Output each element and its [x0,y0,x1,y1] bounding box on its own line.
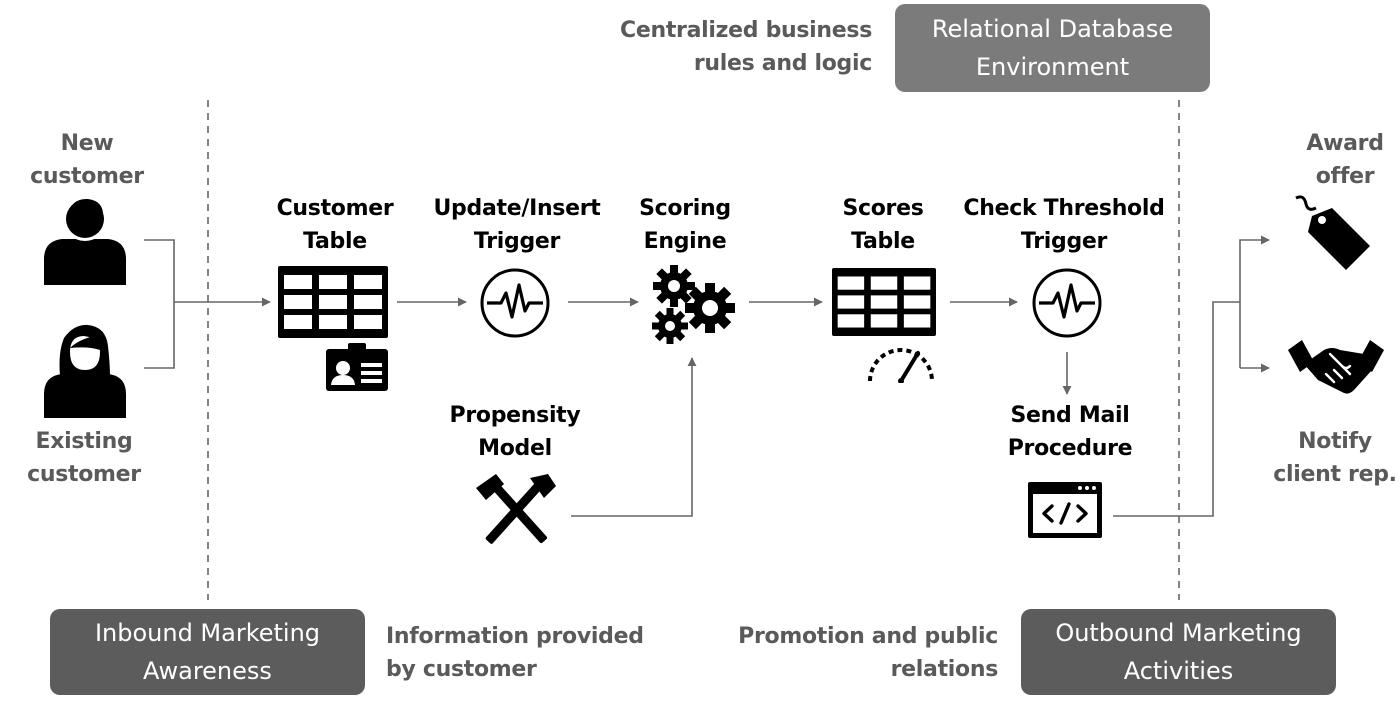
table-grid-icon [278,266,388,338]
award-offer-label: Award offer [1306,131,1384,189]
promotion-label: Promotion and public relations [738,624,998,682]
business-rules-label: Centralized business rules and logic [620,18,872,76]
outbound-marketing-box: Outbound Marketing Activities [1021,609,1336,695]
price-tag-icon [1295,195,1370,270]
hammer-pick-tools-icon [476,474,556,544]
arrow-to-award [1239,235,1270,368]
notify-client-label: Notify client rep. [1273,429,1397,487]
info-provided-label: Information provided by customer [386,624,644,682]
handshake-icon [1288,340,1384,394]
scores-table-label: Scores Table [842,196,924,254]
male-user-icon [44,197,126,285]
customer-table-label: Customer Table [276,196,394,254]
send-mail-label: Send Mail Procedure [1007,403,1133,461]
threshold-trigger-label: Check Threshold Trigger [963,196,1165,254]
code-window-icon [1028,482,1102,538]
table-grid-icon [832,267,936,337]
speedometer-icon [868,348,934,383]
scoring-engine-label: Scoring Engine [639,196,731,254]
pulse-trigger-icon [1032,268,1102,338]
arrow-propensity-to-engine [571,357,697,517]
send-mail-to-outcomes [1113,301,1240,517]
pulse-trigger-icon [480,268,550,338]
female-user-icon [44,324,126,418]
propensity-model-label: Propensity Model [449,403,581,461]
id-card-icon [326,343,388,391]
gears-icon [652,265,735,344]
existing-customer-label: Existing customer [27,429,141,487]
new-customer-label: New customer [30,131,144,189]
inbound-marketing-box: Inbound Marketing Awareness [50,609,365,695]
update-trigger-label: Update/Insert Trigger [433,196,601,254]
db-environment-box: Relational Database Environment [895,4,1210,92]
customer-bracket [144,239,175,369]
